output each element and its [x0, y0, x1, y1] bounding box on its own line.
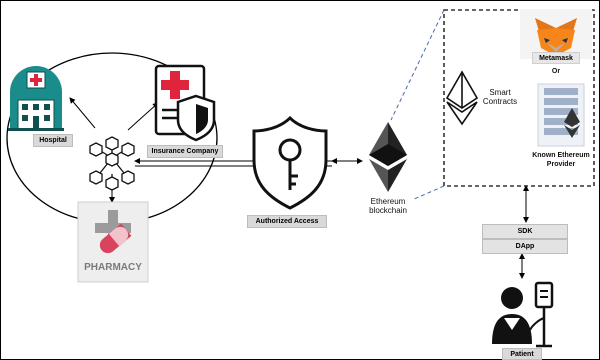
ethereum-label-line1: Ethereum — [370, 197, 406, 206]
hospital-icon — [8, 66, 64, 131]
dapp-box: DApp — [482, 239, 568, 254]
provider-label-line1: Known Ethereum — [532, 152, 590, 159]
metamask-label: Metamask — [532, 52, 580, 64]
pharmacy-logo-text: PHARMACY — [84, 262, 142, 273]
insurance-document-icon — [154, 64, 216, 142]
sdk-box: SDK — [482, 224, 568, 239]
smart-contracts-label-line1: Smart — [489, 88, 511, 97]
smart-contracts-label-line2: Contracts — [482, 97, 518, 106]
pharmacy-pill-icon — [77, 201, 149, 283]
smart-contract-ethereum-icon — [445, 70, 479, 126]
or-label: Or — [551, 68, 561, 75]
network-cubes-icon — [89, 136, 135, 191]
ethereum-label-line2: blockchain — [369, 206, 407, 215]
insurance-label: Insurance Company — [147, 145, 223, 158]
ethereum-network-region — [390, 9, 595, 201]
key-shield-icon — [252, 115, 328, 210]
ethereum-icon — [369, 122, 407, 192]
metamask-fox-icon — [520, 9, 592, 59]
patient-icon — [492, 281, 554, 348]
patient-label: Patient — [502, 348, 542, 360]
provider-label-line2: Provider — [546, 161, 576, 168]
hospital-label: Hospital — [33, 134, 73, 147]
server-icon — [537, 83, 585, 147]
authorized-access-label: Authorized Access — [247, 215, 327, 228]
